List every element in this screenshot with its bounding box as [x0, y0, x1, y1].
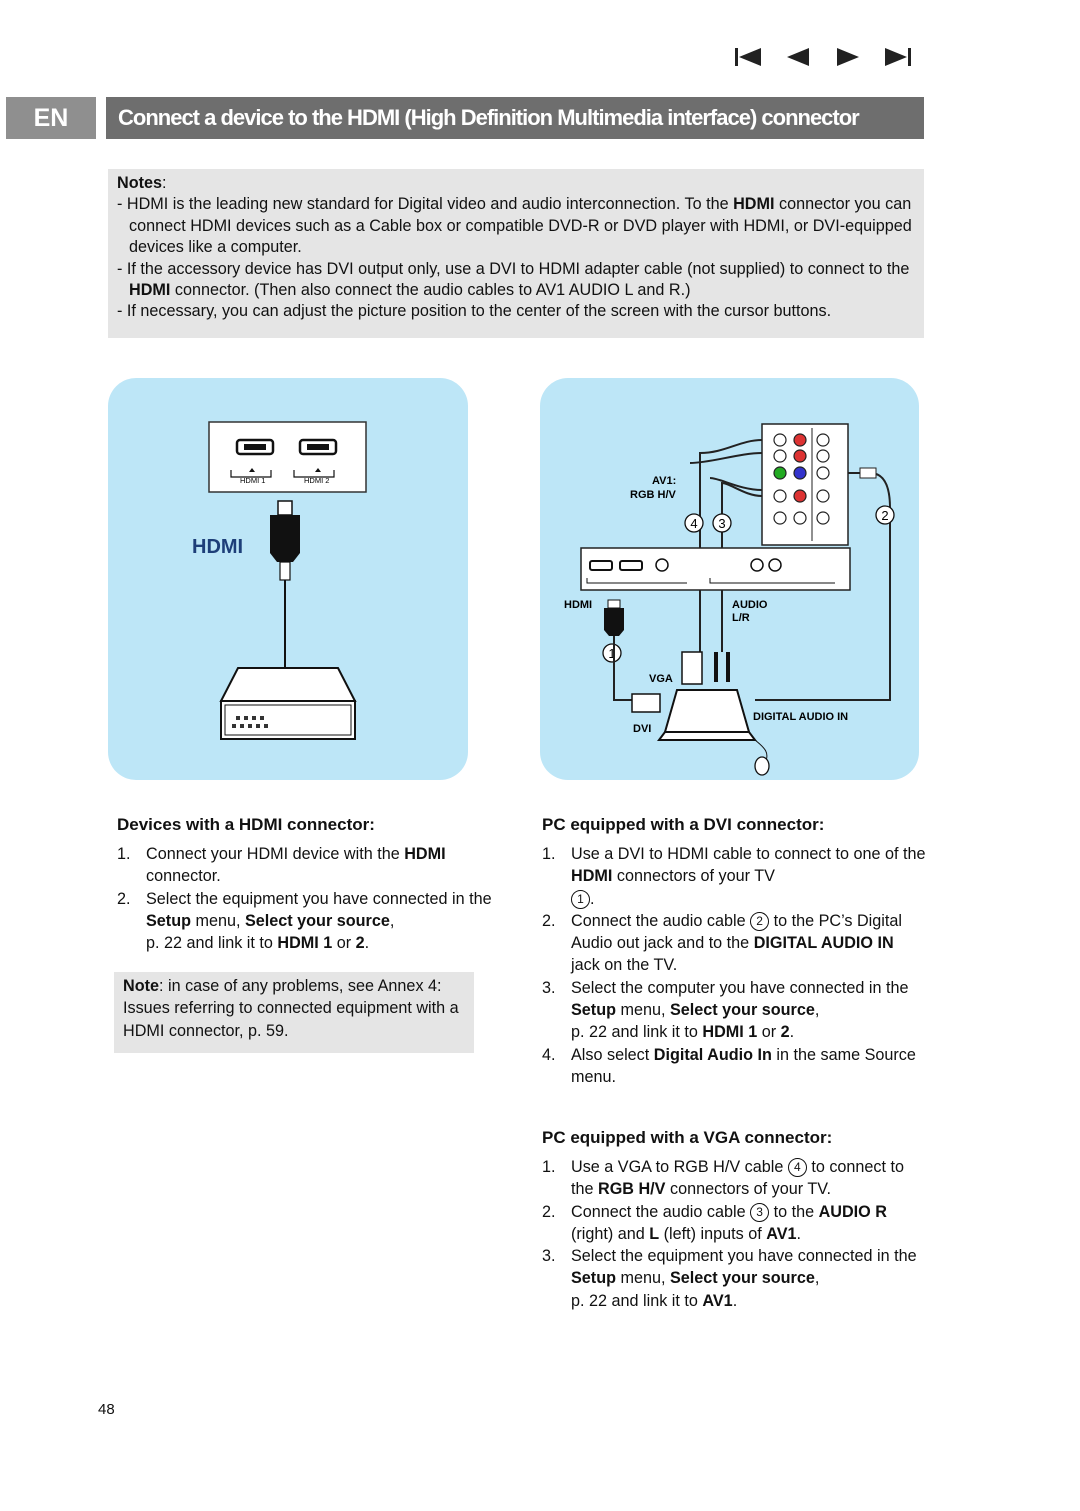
callout-1: 1 [608, 646, 615, 661]
callout-3: 3 [718, 516, 725, 531]
hdmi2-port-label: HDMI 2 [304, 476, 329, 485]
list-item: 1.Use a VGA to RGB H/V cable 4 to connec… [542, 1158, 905, 1199]
pc-connection-diagram: AV1: RGB H/V 4 3 2 1 HDMI AUDIO L/R [540, 378, 919, 780]
hdmi-section-heading: Devices with a HDMI connector: [117, 815, 375, 834]
callout-2: 2 [881, 508, 888, 523]
vga-plug-icon [681, 651, 703, 685]
note-item: - If necessary, you can adjust the pictu… [117, 302, 832, 321]
notes-box: Notes: - HDMI is the leading new standar… [108, 169, 924, 338]
list-item: 1.Connect your HDMI device with the HDMI… [117, 845, 446, 886]
hdmi-plug-icon [270, 515, 300, 562]
callout-4-icon: 4 [787, 1158, 807, 1177]
hdmi-label: HDMI [564, 599, 592, 611]
list-item: 3.Select the computer you have connected… [542, 978, 909, 1042]
callout-3-icon: 3 [750, 1202, 770, 1222]
language-tab: EN [6, 97, 96, 139]
list-item: 1.Use a DVI to HDMI cable to connect to … [542, 845, 926, 909]
digital-audio-in-label: DIGITAL AUDIO IN [753, 711, 848, 723]
page-navigation [733, 46, 913, 68]
page-number: 48 [98, 1401, 115, 1418]
list-item: 2.Select the equipment you have connecte… [117, 889, 492, 953]
vga-section-heading: PC equipped with a VGA connector: [542, 1128, 833, 1147]
note-item: - HDMI is the leading new standard for D… [117, 195, 912, 257]
dvi-label: DVI [633, 723, 651, 735]
dvi-steps-list: 1.Use a DVI to HDMI cable to connect to … [542, 843, 926, 1088]
audio-lr-label: L/R [732, 612, 750, 624]
list-item: 2.Connect the audio cable 3 to the AUDIO… [542, 1202, 887, 1243]
vga-steps-list: 1.Use a VGA to RGB H/V cable 4 to connec… [542, 1156, 926, 1312]
callout-4: 4 [690, 516, 697, 531]
rgb-hv-label: RGB H/V [630, 489, 677, 501]
list-item: 3.Select the equipment you have connecte… [542, 1247, 917, 1310]
hdmi-steps-list: 1.Connect your HDMI device with the HDMI… [117, 843, 497, 954]
hdmi1-port-label: HDMI 1 [240, 476, 265, 485]
skip-to-last-icon[interactable] [883, 46, 913, 68]
callout-2-icon: 2 [750, 911, 770, 931]
previous-icon[interactable] [783, 46, 813, 68]
dvi-section-heading: PC equipped with a DVI connector: [542, 815, 825, 834]
hdmi-plug-icon [604, 608, 624, 636]
next-icon[interactable] [833, 46, 863, 68]
list-item: 2.Connect the audio cable 2 to the PC’s … [542, 911, 902, 975]
audio-label: AUDIO [732, 599, 768, 611]
list-item: 4.Also select Digital Audio In in the sa… [542, 1045, 916, 1086]
hdmi-device-diagram: HDMI 1 HDMI 2 HDMI [108, 378, 468, 780]
laptop-icon [663, 689, 751, 733]
note-item: - If the accessory device has DVI output… [117, 259, 910, 300]
av1-label: AV1: [652, 475, 676, 487]
hdmi-diagram-label: HDMI [192, 536, 243, 558]
note-box: Note: in case of any problems, see Annex… [114, 972, 474, 1053]
vga-label: VGA [649, 673, 673, 685]
dvi-plug-icon [631, 693, 661, 713]
notes-heading: Notes [117, 174, 162, 192]
page-title: Connect a device to the HDMI (High Defin… [106, 97, 924, 139]
callout-1-icon: 1 [571, 889, 590, 909]
skip-to-first-icon[interactable] [733, 46, 763, 68]
